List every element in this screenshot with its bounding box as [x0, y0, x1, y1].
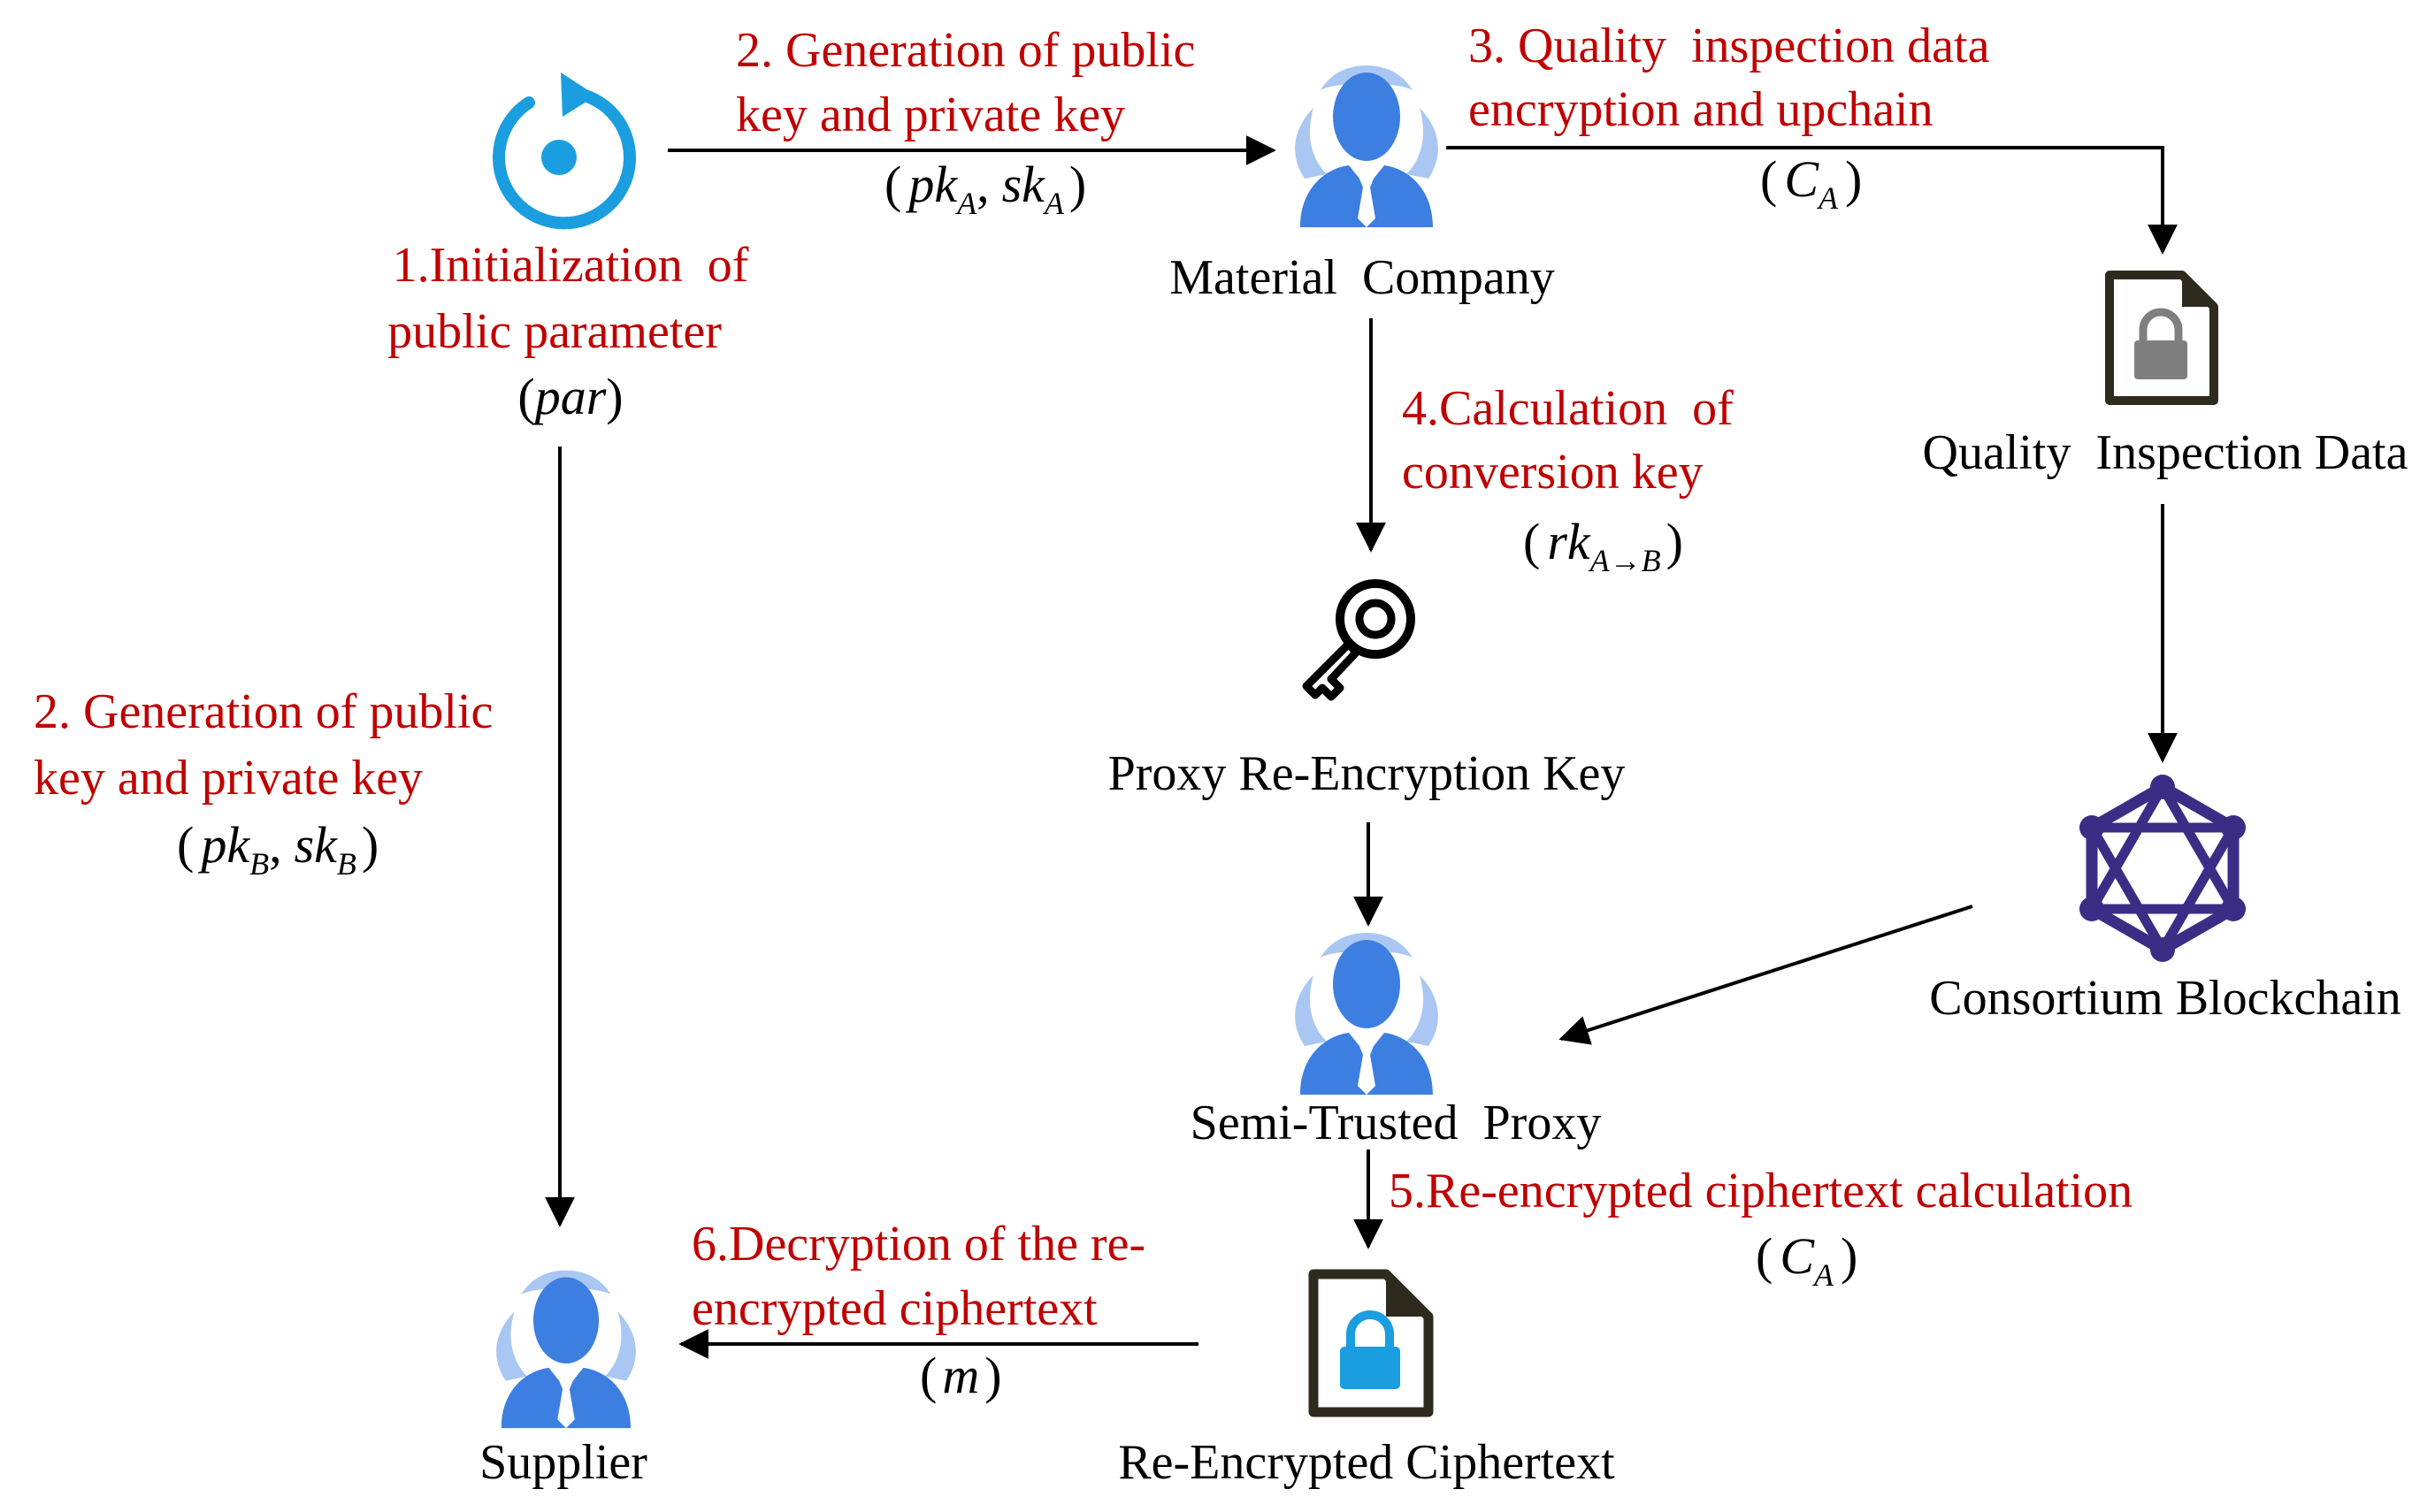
- proxy-re-encryption-key-label: Proxy Re-Encryption Key: [1108, 746, 1626, 801]
- svg-text:1.Initialization of: 1.Initialization of: [393, 238, 749, 293]
- step-3-label: 3. Quality inspection data encryption an…: [1468, 19, 1990, 216]
- person-icon: [496, 1270, 636, 1429]
- svg-text:(rkA→B): (rkA→B): [1523, 513, 1683, 578]
- step-2a-label: 2. Generation of public key and private …: [736, 23, 1195, 221]
- re-encrypted-ciphertext-label: Re-Encrypted Ciphertext: [1118, 1435, 1615, 1490]
- svg-text:(CA): (CA): [1756, 1227, 1857, 1293]
- supplier-label: Supplier: [479, 1435, 647, 1490]
- refresh-circle-icon: [493, 73, 637, 230]
- svg-text:6.Decryption of the re-: 6.Decryption of the re-: [692, 1217, 1145, 1271]
- person-icon: [1295, 933, 1438, 1095]
- svg-text:(CA): (CA): [1760, 150, 1862, 216]
- locked-document-icon: [2105, 271, 2218, 405]
- person-icon: [1295, 65, 1438, 227]
- svg-text:encryption and upchain: encryption and upchain: [1468, 82, 1933, 137]
- locked-document-icon: [1308, 1269, 1434, 1417]
- svg-text:2. Generation of public: 2. Generation of public: [34, 684, 493, 739]
- step-4-label: 4.Calculation of conversion key (rkA→B): [1402, 381, 1734, 578]
- consortium-blockchain-label: Consortium Blockchain: [1929, 971, 2401, 1026]
- svg-text:key and private key: key and private key: [34, 751, 423, 806]
- semi-trusted-proxy-label: Semi-Trusted Proxy: [1191, 1096, 1602, 1150]
- svg-text:2. Generation of public: 2. Generation of public: [736, 23, 1195, 78]
- step-1-label: 1.Initialization of public parameter (pa…: [387, 238, 749, 425]
- step-5-label: 5.Re-encrypted ciphertext calculation (C…: [1389, 1164, 2133, 1293]
- svg-text:3. Quality inspection data: 3. Quality inspection data: [1468, 19, 1990, 73]
- svg-text:encrypted ciphertext: encrypted ciphertext: [692, 1281, 1098, 1336]
- arrow-blockchain-to-proxy: [1558, 905, 1973, 1045]
- svg-text:(pkB,skB): (pkB,skB): [177, 816, 379, 882]
- svg-text:(m): (m): [920, 1347, 1002, 1404]
- svg-text:5.Re-encrypted ciphertext calc: 5.Re-encrypted ciphertext calculation: [1389, 1164, 2133, 1218]
- network-hexagon-icon: [2079, 775, 2246, 962]
- step-6-label: 6.Decryption of the re- encrypted cipher…: [692, 1217, 1145, 1404]
- key-icon: [1302, 579, 1415, 701]
- svg-text:(pkA,skA): (pkA,skA): [884, 156, 1086, 221]
- svg-text:conversion key: conversion key: [1402, 445, 1704, 500]
- material-company-label: Material Company: [1169, 250, 1554, 305]
- arrow-company-to-quality-data: [1446, 146, 2178, 255]
- svg-text:(par): (par): [517, 368, 623, 425]
- step-2b-label: 2. Generation of public key and private …: [34, 684, 493, 882]
- svg-text:key and private key: key and private key: [736, 88, 1125, 142]
- quality-inspection-data-label: Quality Inspection Data: [1923, 425, 2408, 480]
- svg-text:public parameter: public parameter: [387, 304, 722, 359]
- svg-text:4.Calculation of: 4.Calculation of: [1402, 381, 1734, 436]
